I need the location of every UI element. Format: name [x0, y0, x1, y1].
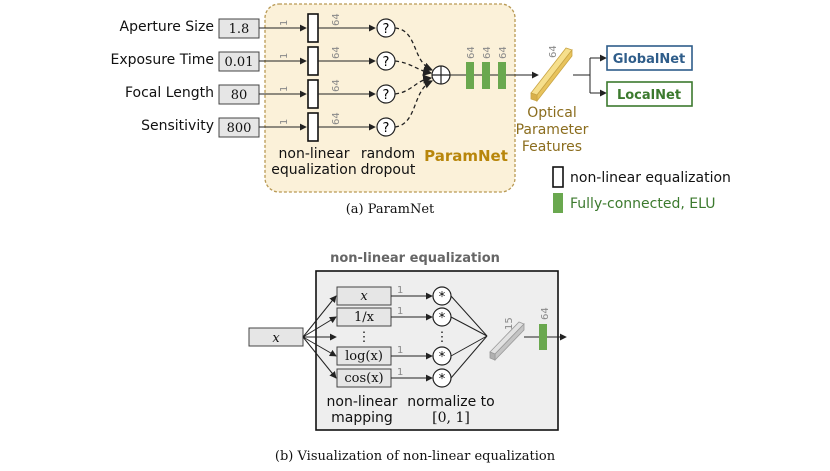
equalization-block	[307, 79, 319, 109]
svg-text:?: ?	[383, 88, 390, 103]
dim-label: 64	[548, 45, 559, 58]
mapping-row: cos(x)	[336, 368, 392, 388]
input-label: Aperture Size	[120, 19, 214, 35]
dim-label: 1	[397, 285, 403, 296]
dropout-node: ?	[376, 84, 396, 104]
svg-text:?: ?	[383, 55, 390, 70]
svg-text:*: *	[439, 290, 446, 305]
dim-label: 1	[279, 86, 290, 92]
mapping-label: mapping	[331, 410, 393, 426]
normalize-node: *	[432, 346, 452, 366]
localnet-label: LocalNet	[617, 88, 681, 103]
fc-layer	[539, 324, 547, 350]
input-row-sensitivity: Sensitivity 800	[141, 117, 260, 138]
fc-layer	[498, 62, 506, 89]
dim-label: 64	[331, 46, 342, 59]
mapping-ellipsis: ⋮	[358, 330, 371, 345]
fc-layer	[482, 62, 490, 89]
legend-eq-swatch	[552, 166, 564, 188]
dropout-label: random	[361, 146, 415, 162]
globalnet-box	[606, 45, 693, 71]
dropout-node: ?	[376, 51, 396, 71]
input-label: Exposure Time	[110, 52, 214, 68]
mapping-row: x	[336, 286, 392, 306]
concat-features-block	[489, 321, 525, 361]
input-value: 80	[231, 88, 248, 103]
optical-features-block	[530, 47, 573, 103]
dropout-node: ?	[376, 18, 396, 38]
svg-text:x: x	[360, 289, 368, 304]
dim-label: 1	[279, 53, 290, 59]
svg-text:x: x	[272, 331, 280, 346]
dim-label: 1	[397, 306, 403, 317]
input-label: Focal Length	[125, 85, 214, 101]
svg-text:1/x: 1/x	[354, 310, 375, 325]
normalize-label: [0, 1]	[432, 410, 470, 426]
dim-label: 64	[540, 307, 551, 320]
mapping-row: 1/x	[336, 307, 392, 327]
normalize-node: *	[432, 286, 452, 306]
input-value: 1.8	[229, 22, 250, 37]
svg-text:*: *	[439, 350, 446, 365]
equalization-label: non-linear	[279, 146, 350, 162]
input-value: 0.01	[225, 55, 254, 70]
normalize-ellipsis: ⋮	[436, 330, 449, 345]
mapping-label: non-linear	[327, 394, 398, 410]
features-label: Features	[522, 139, 582, 155]
dim-label: 1	[397, 345, 403, 356]
svg-text:*: *	[439, 372, 446, 387]
features-label: Optical	[527, 105, 576, 121]
legend-eq-label: non-linear equalization	[570, 170, 731, 186]
equalization-block	[307, 112, 319, 142]
paramnet-title: ParamNet	[424, 147, 508, 165]
localnet-box	[606, 81, 693, 107]
svg-text:?: ?	[383, 121, 390, 136]
input-label: Sensitivity	[141, 118, 214, 134]
sum-node	[431, 65, 451, 85]
normalize-node: *	[432, 368, 452, 388]
dim-label: 64	[331, 79, 342, 92]
equalization-title: non-linear equalization	[330, 251, 500, 266]
fc-layer	[466, 62, 474, 89]
svg-text:log(x): log(x)	[345, 349, 383, 364]
dim-label: 1	[279, 119, 290, 125]
legend-fc-swatch	[553, 193, 563, 213]
dim-label: 64	[498, 46, 509, 59]
dim-label: 15	[504, 317, 515, 330]
input-value: 800	[227, 121, 252, 136]
dim-label: 64	[466, 46, 477, 59]
equalization-block	[307, 13, 319, 43]
normalize-node: *	[432, 307, 452, 327]
equalization-block	[307, 46, 319, 76]
normalize-label: normalize to	[407, 394, 494, 410]
input-row-aperture: Aperture Size 1.8	[120, 18, 260, 39]
input-row-exposure: Exposure Time 0.01	[110, 51, 260, 72]
dim-label: 64	[331, 112, 342, 125]
legend-fc-label: Fully-connected, ELU	[570, 196, 715, 212]
dim-label: 64	[331, 13, 342, 26]
caption-a: (a) ParamNet	[346, 202, 435, 217]
features-label: Parameter	[516, 122, 589, 138]
globalnet-label: GlobalNet	[613, 52, 686, 67]
dropout-node: ?	[376, 117, 396, 137]
caption-b: (b) Visualization of non-linear equaliza…	[275, 449, 556, 464]
svg-text:cos(x): cos(x)	[344, 371, 383, 386]
equalization-label: equalization	[271, 162, 356, 178]
svg-text:?: ?	[383, 22, 390, 37]
dim-label: 1	[279, 20, 290, 26]
mapping-row: log(x)	[336, 346, 392, 366]
svg-text:*: *	[439, 311, 446, 326]
dim-label: 64	[482, 46, 493, 59]
dropout-label: dropout	[361, 162, 416, 178]
dim-label: 1	[397, 367, 403, 378]
input-row-focal: Focal Length 80	[125, 84, 260, 105]
